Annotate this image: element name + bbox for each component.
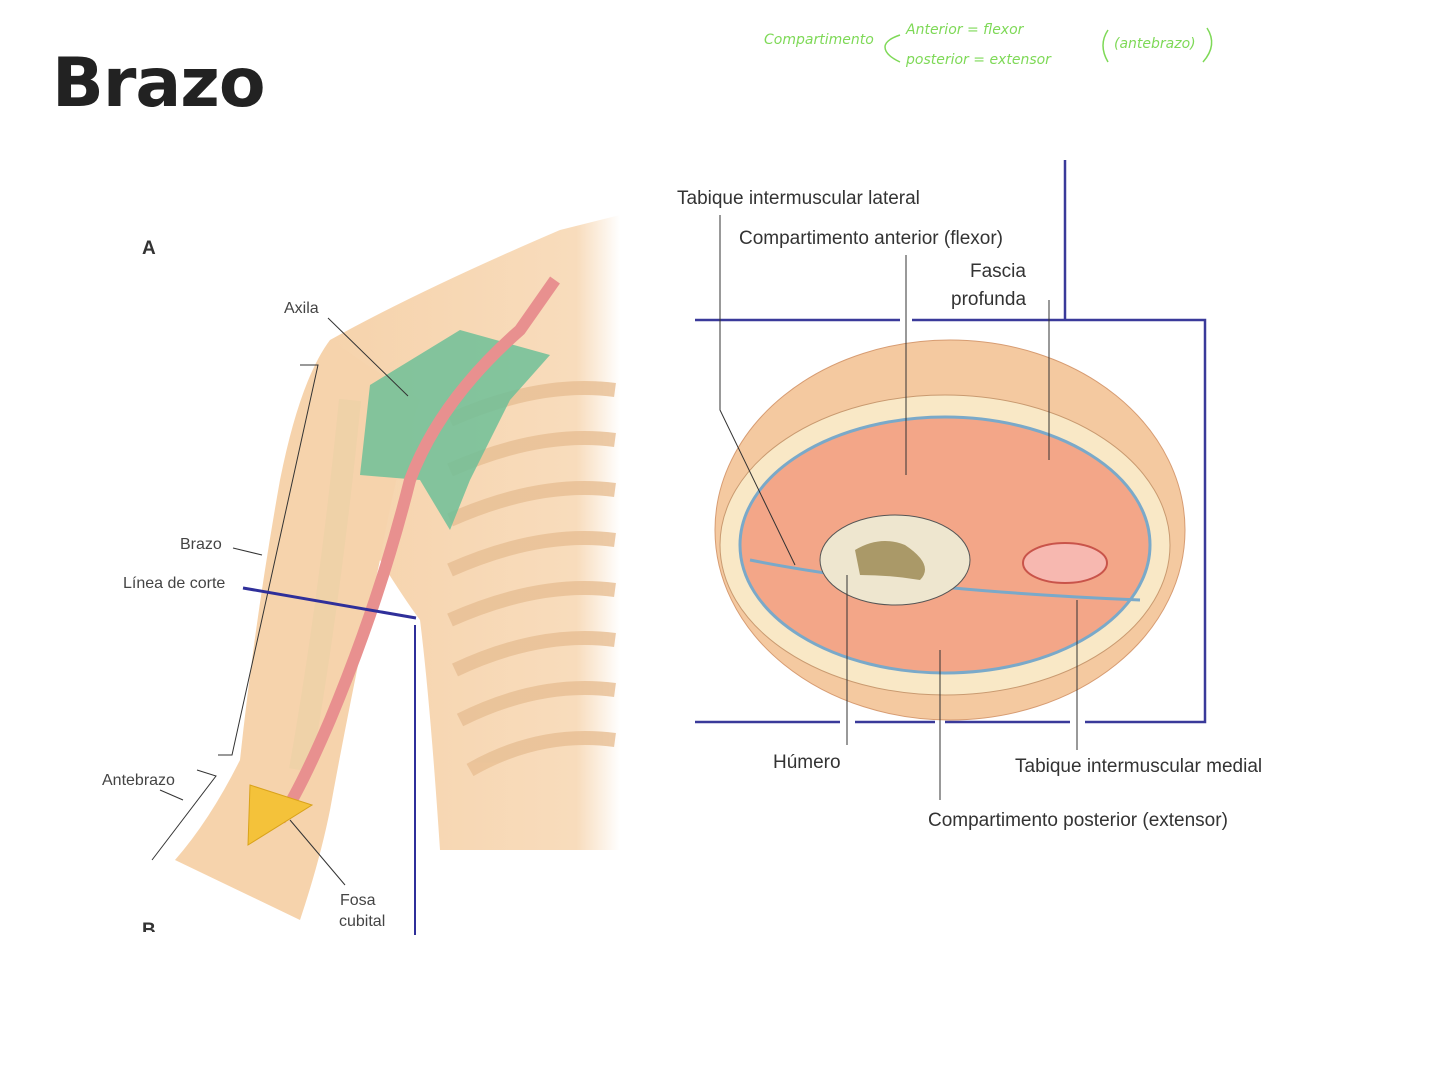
paren-left [1102,29,1109,63]
vessel [1022,542,1108,584]
leader-brazo [232,547,263,556]
label-fosa: Fosa [340,892,376,909]
label-tabique-medial: Tabique intermuscular medial [1015,756,1263,777]
artery [274,276,560,824]
label-cubital: cubital [339,913,386,930]
panel-b-label: B [142,920,156,932]
label-comp-anterior: Compartimento anterior (flexor) [739,228,1003,249]
label-linea-corte: Línea de corte [123,575,226,592]
label-antebrazo: Antebrazo [102,772,175,789]
label-humero: Húmero [773,752,841,773]
label-axila: Axila [284,300,319,317]
panel-a-label: A [142,238,156,259]
paren-right [1202,27,1213,63]
arm-shape [175,340,420,920]
bracket-antebrazo [151,769,217,861]
cubital-fossa [247,784,314,846]
page-title: Brazo [52,44,266,123]
label-tabique-lateral: Tabique intermuscular lateral [677,188,920,209]
label-fascia: Fascia [970,261,1026,282]
note-compartimento: Compartimento [764,32,874,48]
brace-mark [884,34,901,63]
label-comp-posterior: Compartimento posterior (extensor) [928,810,1228,831]
bracket-brazo [218,364,319,756]
leader-antebrazo [159,789,184,801]
leader-axila [327,317,409,397]
cut-line [242,586,417,620]
label-profunda: profunda [951,289,1027,310]
label-brazo: Brazo [180,536,222,553]
note-antebrazo: (antebrazo) [1114,36,1196,52]
note-anterior: Anterior = flexor [906,22,1024,38]
note-posterior: posterior = extensor [906,52,1051,68]
leader-fosa [289,819,346,886]
axilla-region [360,330,550,530]
bone-marrow [855,541,925,580]
frame [695,160,1207,724]
humerus-bone [289,398,361,772]
leader-tabique-lateral [719,215,796,566]
